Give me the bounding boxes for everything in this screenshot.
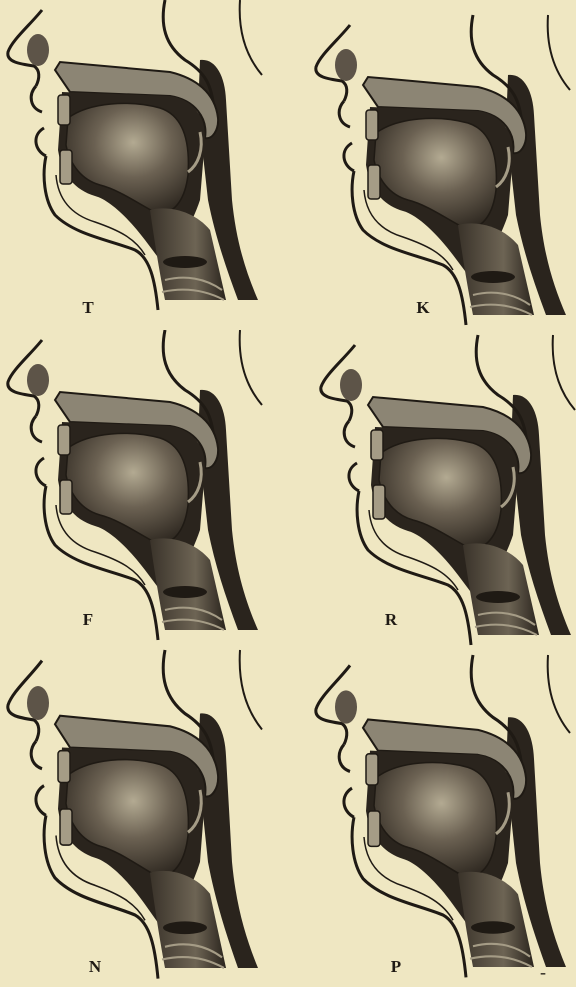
figure-k: K xyxy=(288,0,576,330)
sagittal-section-head-drawing xyxy=(288,0,576,330)
figure-p: P xyxy=(288,645,576,987)
figure-label-r: R xyxy=(376,610,406,630)
figure-f: F xyxy=(0,330,288,650)
figure-label-t: T xyxy=(73,298,103,318)
figure-n: N xyxy=(0,645,288,987)
sagittal-section-head-drawing xyxy=(0,0,288,330)
sagittal-section-head-drawing xyxy=(288,645,576,987)
sagittal-section-head-drawing xyxy=(0,330,288,650)
figure-t: T xyxy=(0,0,288,330)
figure-label-k: K xyxy=(408,298,438,318)
figure-label-f: F xyxy=(73,610,103,630)
figure-label-n: N xyxy=(80,957,110,977)
figure-label-p: P xyxy=(381,957,411,977)
corner-mark: - xyxy=(540,962,546,983)
sagittal-section-head-drawing xyxy=(0,645,288,987)
figure-r: R xyxy=(288,330,576,650)
sagittal-section-head-drawing xyxy=(288,330,576,650)
